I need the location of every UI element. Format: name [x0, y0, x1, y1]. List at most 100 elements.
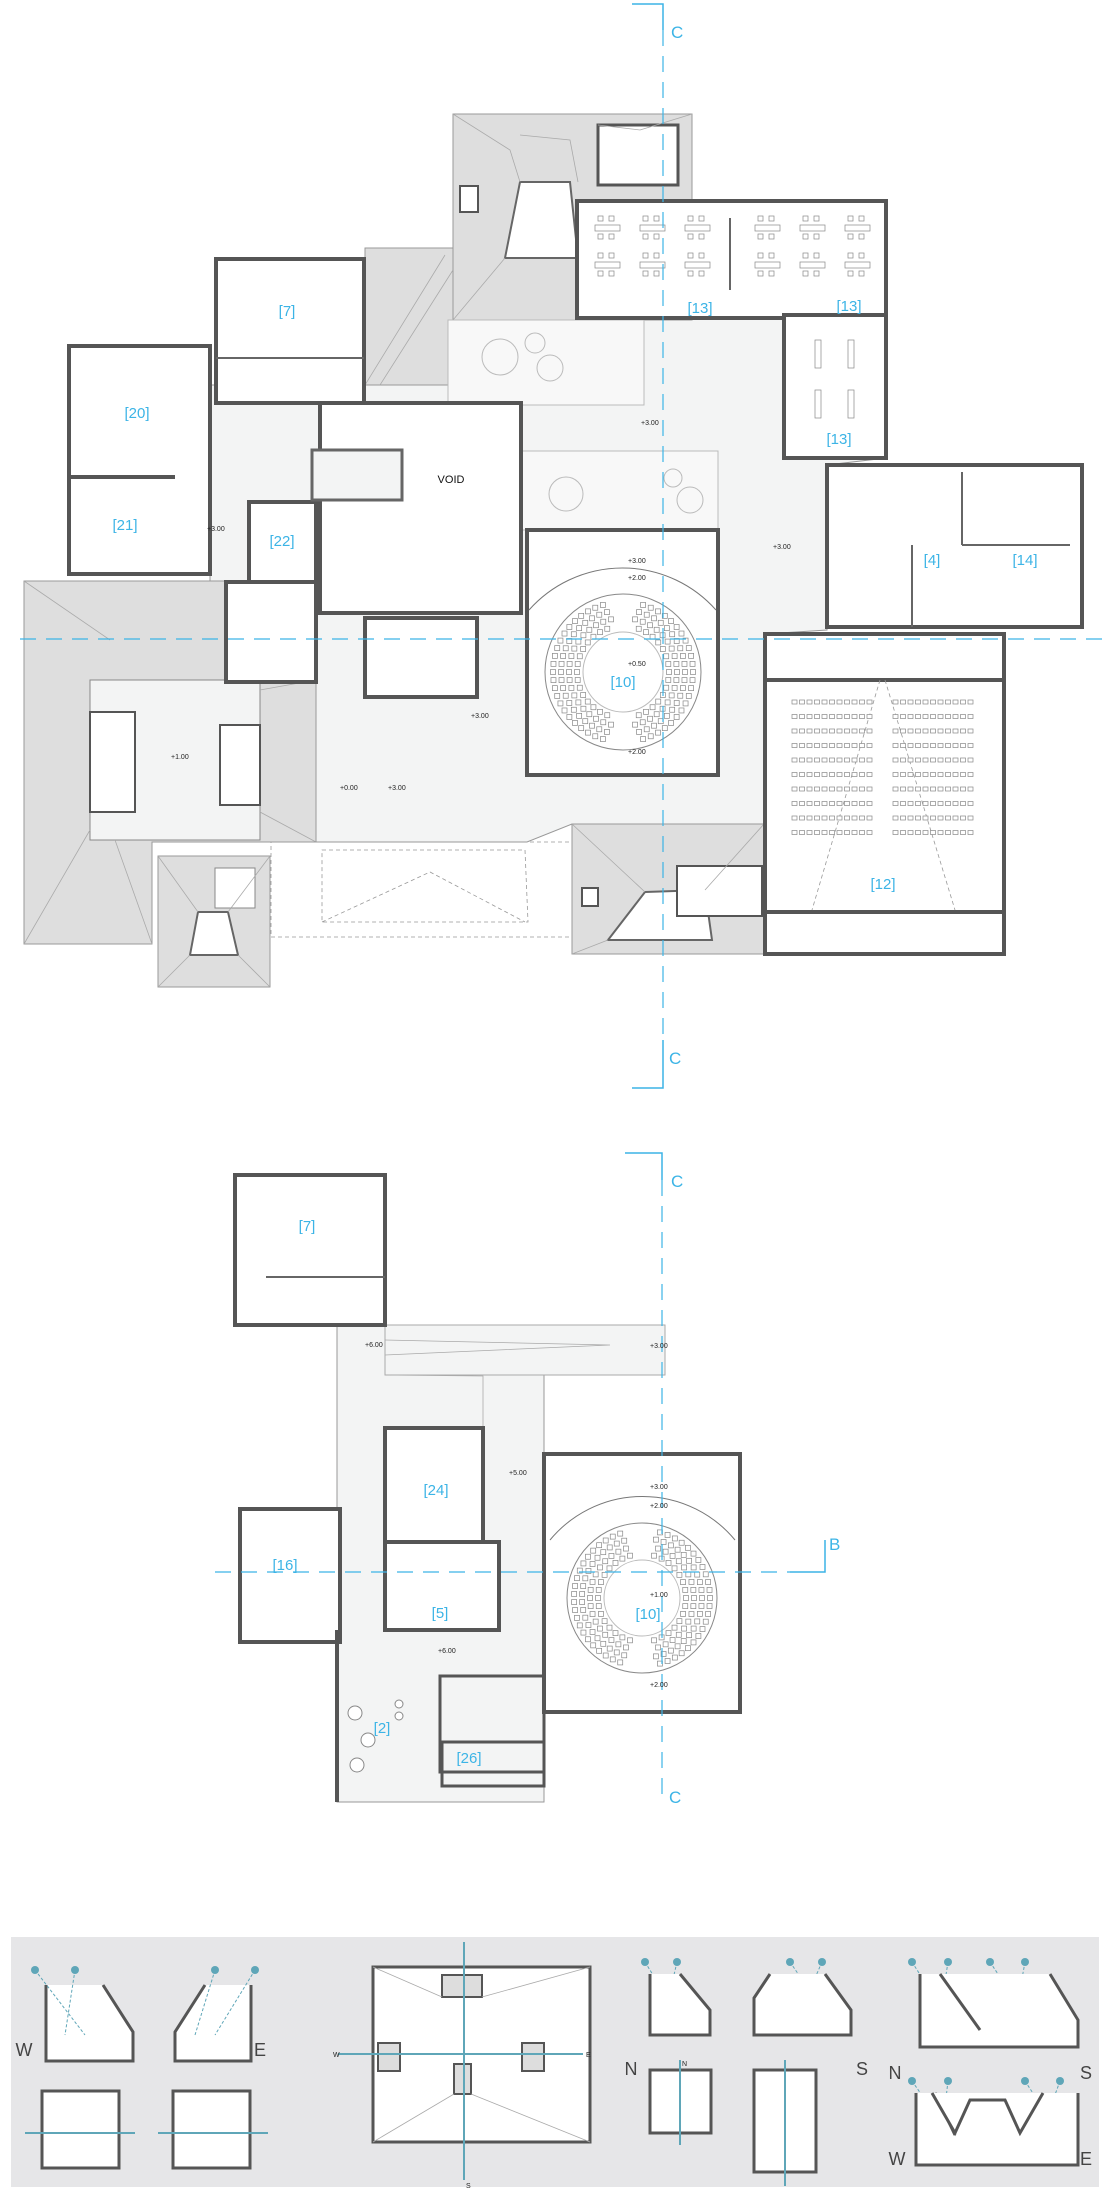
room-label-10: [10] — [610, 674, 635, 691]
seat — [844, 743, 850, 748]
elevation-marks-lower: +6.00 +3.00 +5.00 +3.00 +2.00 +1.00 +6.0… — [365, 1342, 668, 1689]
seat — [821, 728, 828, 734]
seat — [858, 233, 865, 240]
elevation-mark: +1.00 — [650, 1592, 668, 1599]
seat — [662, 1641, 669, 1648]
seat — [602, 1558, 609, 1565]
seat — [575, 638, 582, 645]
seat — [907, 786, 914, 792]
seat — [647, 715, 653, 722]
seat — [589, 1579, 596, 1585]
seat — [639, 618, 646, 625]
seat — [668, 720, 674, 726]
seat — [608, 616, 614, 623]
seat — [585, 1568, 592, 1574]
seat — [619, 1634, 626, 1641]
seat — [900, 830, 906, 835]
elevation-mark: +0.00 — [340, 785, 358, 792]
seat — [571, 645, 578, 652]
seat — [705, 1579, 711, 1585]
upper-floor-plan: C C VOID [7] [20] [21] [22] [13] [13] [1… — [20, 3, 1104, 1089]
seat — [892, 714, 899, 719]
sun-rays — [31, 1958, 1071, 2151]
seat — [671, 653, 678, 659]
seat — [851, 699, 858, 705]
seat — [580, 1607, 587, 1613]
seat — [635, 625, 642, 632]
seat — [690, 1639, 697, 1646]
seat — [967, 801, 974, 806]
seat — [847, 233, 854, 240]
seat — [814, 699, 820, 705]
seat — [562, 692, 569, 699]
seat — [688, 685, 694, 691]
seat — [707, 1595, 713, 1601]
seat — [682, 700, 689, 707]
seat — [675, 1631, 682, 1638]
elevation-mark: +2.00 — [650, 1682, 668, 1689]
orientation-e: E — [254, 2040, 266, 2060]
seat — [608, 252, 615, 259]
seat — [574, 1615, 580, 1621]
seat — [576, 712, 583, 719]
seat — [930, 699, 936, 705]
plan-diagram-2 — [171, 2089, 252, 2170]
seat — [596, 611, 603, 618]
seat — [593, 622, 599, 629]
section-diagram-ns-3 — [918, 1973, 1080, 2049]
seat — [592, 1571, 599, 1578]
seat — [922, 830, 929, 835]
seat — [606, 1544, 613, 1551]
seat — [617, 1659, 624, 1666]
seat — [685, 1645, 691, 1652]
seat — [960, 714, 966, 719]
seat — [600, 719, 607, 726]
seat — [688, 1579, 695, 1585]
roof-fin — [938, 1973, 982, 2031]
seat — [642, 270, 649, 277]
seat — [922, 728, 929, 734]
room-7 — [214, 257, 366, 405]
seat — [665, 661, 672, 667]
seat — [595, 1595, 601, 1601]
seat — [653, 233, 660, 240]
seat — [606, 1624, 613, 1631]
section-diagram-ns-1 — [648, 1973, 712, 2037]
seat — [851, 714, 858, 719]
seat — [791, 830, 798, 835]
seat — [915, 714, 921, 719]
seat — [705, 1611, 711, 1617]
seat — [554, 693, 561, 699]
seat — [952, 757, 959, 763]
seat — [690, 1587, 697, 1593]
seat — [600, 602, 606, 608]
axis-e: E — [586, 2052, 591, 2059]
seat — [814, 801, 820, 806]
seat — [653, 215, 660, 222]
seat — [660, 1539, 667, 1545]
seat — [550, 661, 557, 667]
seat — [647, 622, 653, 629]
stair-core — [438, 1674, 546, 1774]
seat — [945, 772, 951, 777]
seat — [699, 1564, 706, 1570]
elevation-mark: +2.00 — [628, 575, 646, 582]
seat — [694, 1618, 701, 1625]
courtyard-north — [447, 319, 645, 406]
seat — [829, 757, 835, 763]
seat — [814, 339, 822, 369]
seat — [690, 1625, 697, 1632]
seat — [575, 699, 582, 706]
seat — [814, 389, 822, 419]
seat — [829, 772, 835, 777]
seat — [821, 815, 828, 821]
seat — [584, 639, 591, 646]
seat — [687, 215, 694, 222]
seat — [836, 786, 843, 792]
room-7-lower — [233, 1173, 387, 1327]
seat — [685, 1544, 691, 1551]
seat — [661, 725, 668, 731]
seat — [649, 704, 656, 711]
elevation-mark: +6.00 — [365, 1342, 383, 1349]
seat — [859, 757, 865, 763]
